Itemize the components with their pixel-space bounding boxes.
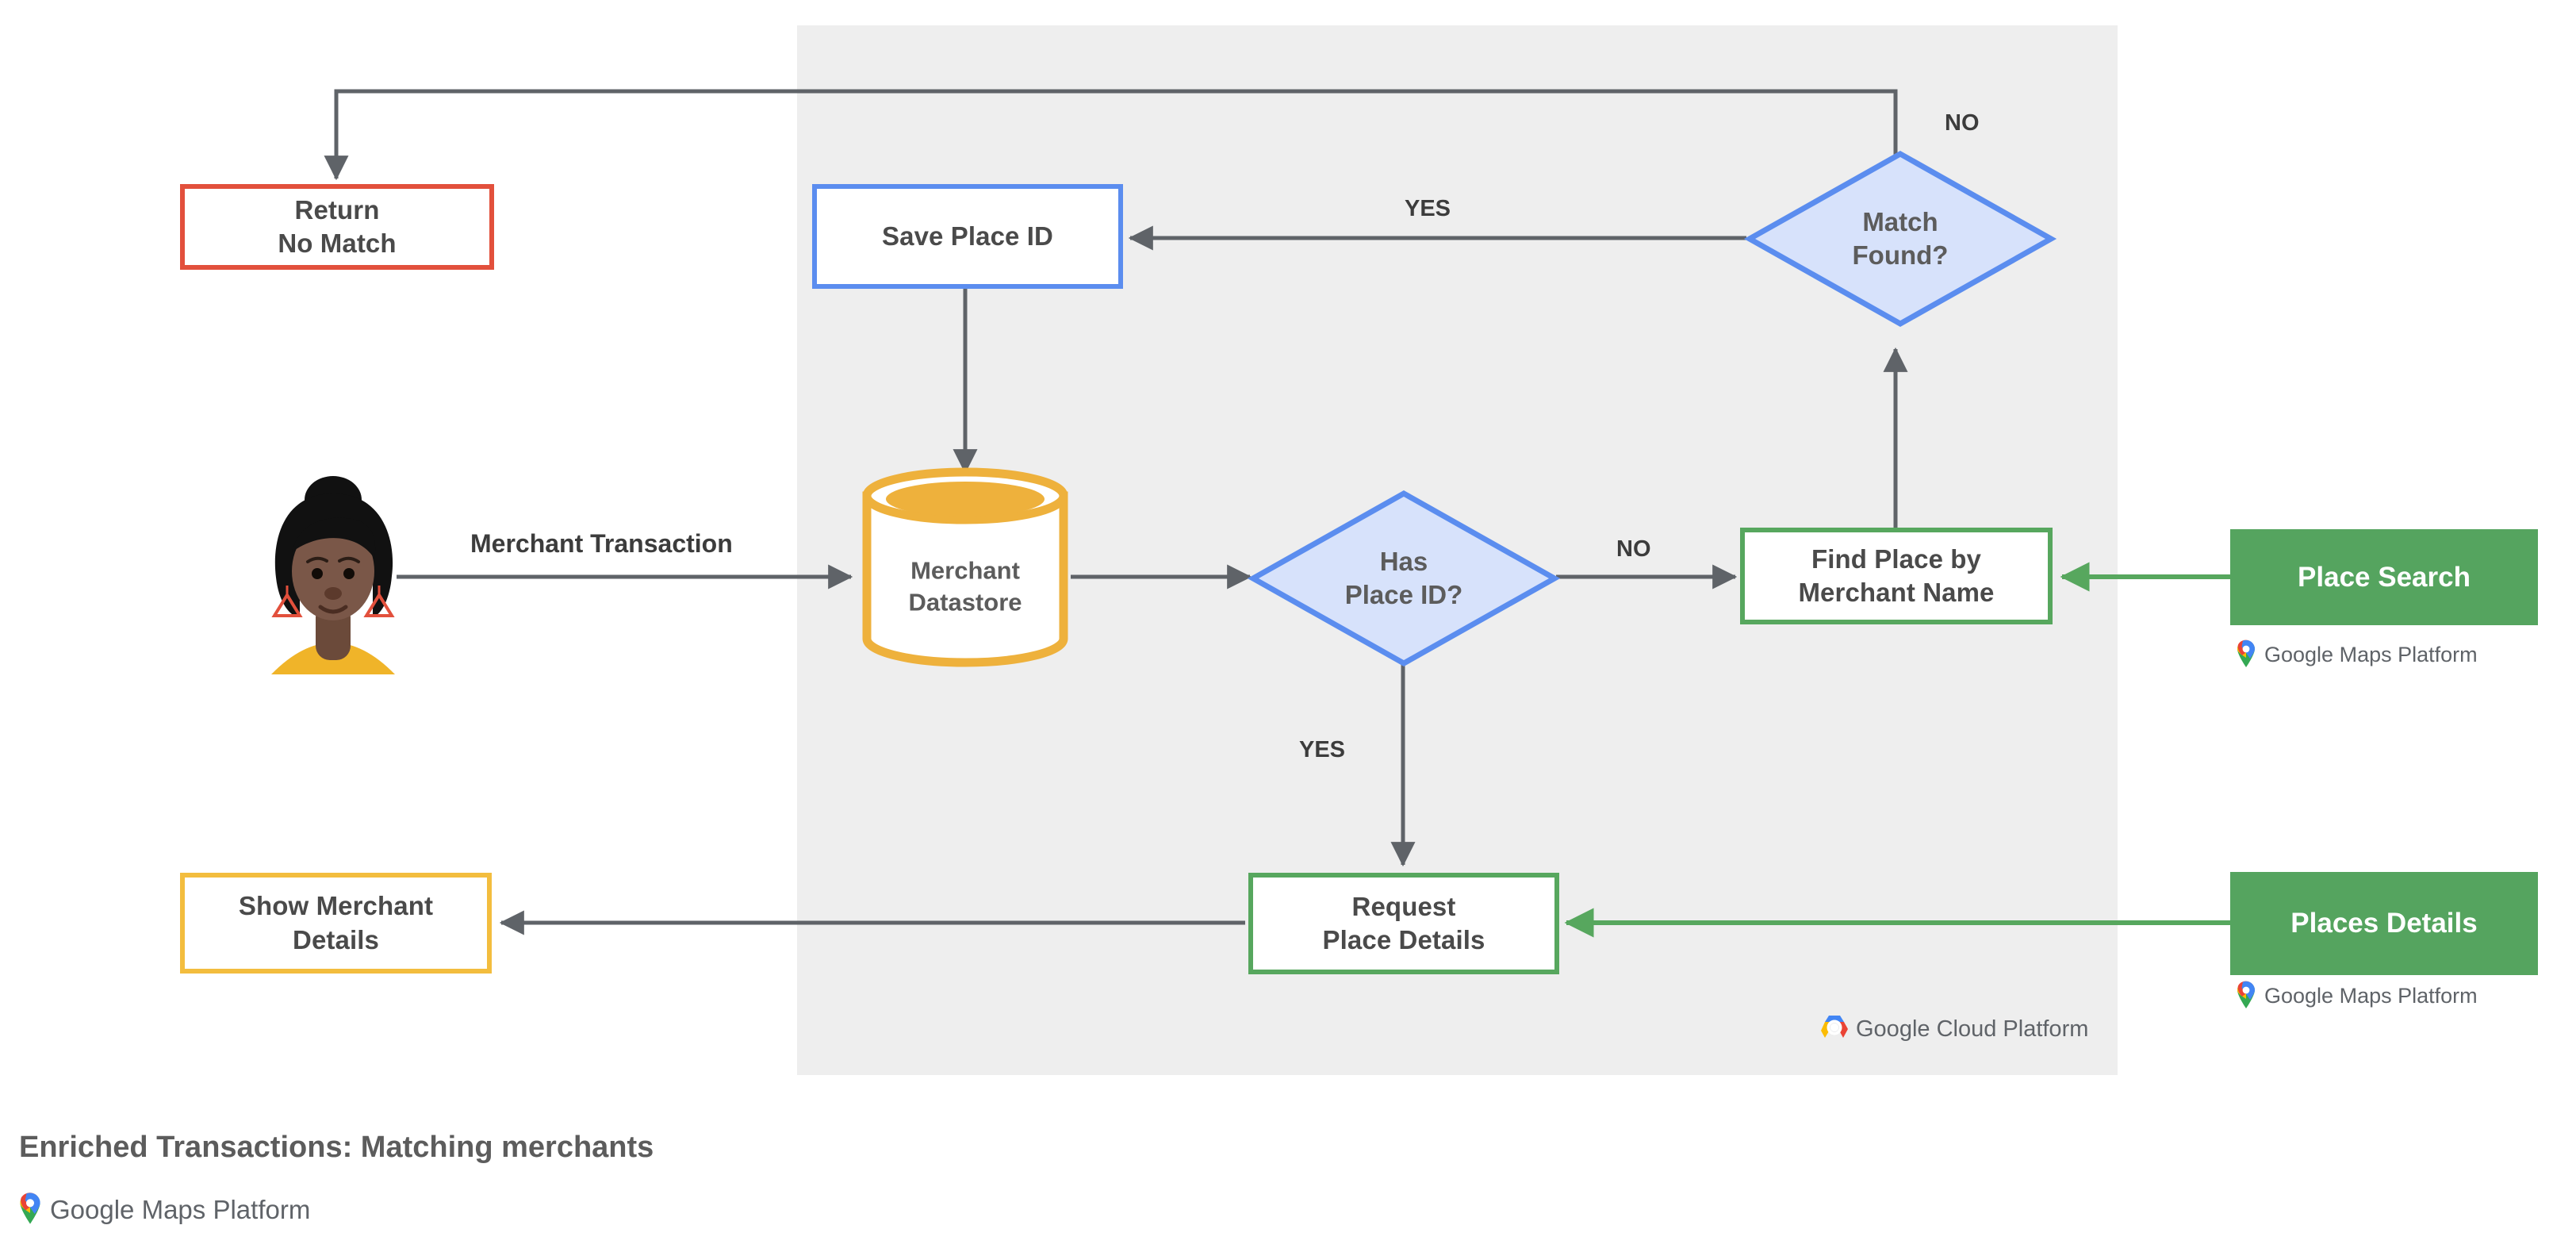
logo-google-maps-platform-places-details: Google Maps Platform [2235,980,2478,1012]
node-request-place-details-label: Request Place Details [1322,891,1485,954]
google-maps-pin-icon [17,1191,43,1228]
node-show-merchant-details-label: Show Merchant Details [238,891,434,954]
edge-label-yes-has-place-id: YES [1299,737,1346,762]
chip-place-search-label: Place Search [2298,561,2471,593]
google-maps-pin-icon [2235,980,2257,1012]
chip-places-details-label: Places Details [2290,908,2478,939]
chip-place-search[interactable]: Place Search [2230,529,2538,625]
google-maps-platform-wordmark: Google Maps Platform [50,1195,310,1225]
wordmark-google: Google [1856,1016,1930,1042]
wordmark-google: Google [2264,643,2334,666]
wordmark-google: Google [2264,984,2334,1008]
node-return-no-match-label: Return No Match [278,194,397,258]
edge-label-no-match-found: NO [1945,110,1980,136]
logo-google-cloud-platform: Google Cloud Platform [1820,1014,2088,1045]
edge-label-merchant-transaction: Merchant Transaction [470,529,733,558]
edge-label-no-has-place-id: NO [1616,536,1651,562]
diagram-caption: Enriched Transactions: Matching merchant… [19,1131,654,1164]
node-request-place-details[interactable]: Request Place Details [1248,873,1559,974]
node-return-no-match[interactable]: Return No Match [180,184,494,270]
node-match-found[interactable]: Match Found? [1743,150,2057,328]
wordmark-maps-platform: Maps Platform [2339,643,2478,666]
wordmark-cloud-platform: Cloud Platform [1936,1016,2089,1042]
node-show-merchant-details[interactable]: Show Merchant Details [180,873,492,974]
wordmark-maps-platform: Maps Platform [2339,984,2478,1008]
google-cloud-platform-wordmark: Google Cloud Platform [1856,1016,2088,1043]
google-maps-platform-wordmark: Google Maps Platform [2264,984,2478,1008]
google-maps-platform-wordmark: Google Maps Platform [2264,643,2478,667]
wordmark-google: Google [50,1194,135,1224]
node-find-place-by-merchant-name-label: Find Place by Merchant Name [1798,543,1995,607]
node-merchant-datastore[interactable]: Merchant Datastore [861,467,1070,667]
node-has-place-id[interactable]: Has Place ID? [1247,490,1561,667]
chip-places-details[interactable]: Places Details [2230,872,2538,975]
logo-google-maps-platform-place-search: Google Maps Platform [2235,639,2478,671]
edge-label-yes-match-found: YES [1405,196,1451,221]
node-save-place-id-label: Save Place ID [882,221,1053,251]
google-maps-pin-icon [2235,639,2257,671]
wordmark-maps-platform: Maps Platform [141,1194,311,1224]
logo-google-maps-platform-footer: Google Maps Platform [17,1191,310,1228]
node-find-place-by-merchant-name[interactable]: Find Place by Merchant Name [1740,528,2053,624]
merchant-customer-avatar [262,467,404,681]
node-save-place-id[interactable]: Save Place ID [812,184,1123,289]
google-cloud-hexagon-icon [1820,1014,1849,1045]
